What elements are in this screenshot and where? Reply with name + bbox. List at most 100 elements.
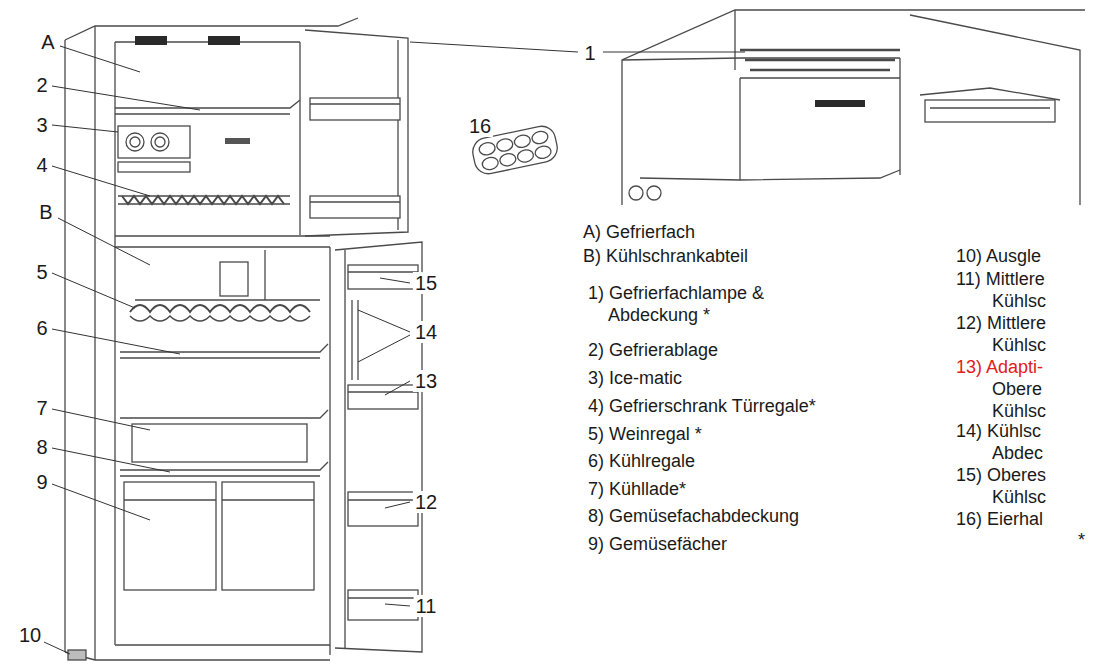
- callout-number: 16: [467, 115, 493, 137]
- fridge-parts-piece: [124, 499, 216, 500]
- fridge-parts-piece: [135, 299, 320, 300]
- fridge-cabinet-piece: [64, 40, 65, 652]
- leader-lines-piece: [52, 86, 200, 110]
- key-entry: 9) Gemüsefächer: [588, 533, 727, 555]
- fridge-parts-piece: [222, 499, 314, 500]
- callout-number: 4: [34, 154, 49, 176]
- fridge-cabinet-piece: [115, 235, 330, 236]
- fridge-cabinet-piece: [115, 644, 330, 645]
- egg-holder-piece: [481, 156, 499, 171]
- key-entry: 16) Eierhal: [956, 508, 1043, 530]
- leader-lines-piece: [385, 502, 410, 508]
- callout-number: 12: [413, 491, 439, 513]
- fridge-cabinet-piece: [329, 247, 330, 655]
- freezer-inset-piece: [622, 10, 1085, 205]
- freezer-inset: [622, 10, 1085, 205]
- freezer-inset-piece: [920, 88, 1060, 100]
- fridge-door-piece: [335, 242, 422, 652]
- key-entry: 1) Gefrierfachlampe & Abdeckung *: [588, 282, 823, 326]
- freezer-inset-piece: [740, 49, 900, 52]
- freezer-inset-piece: [745, 59, 895, 62]
- fridge-cabinet-piece: [114, 42, 115, 645]
- callout-number: 3: [34, 114, 49, 136]
- freezer-parts: [115, 36, 300, 204]
- fridge-parts: [120, 262, 328, 590]
- key-entry: 13) Adapti- Obere Kühlsc: [956, 356, 1090, 422]
- callout-number: 11: [414, 595, 439, 617]
- freezer-inset-piece: [750, 69, 890, 72]
- leader-lines-piece: [603, 52, 745, 53]
- fridge-door-piece: [348, 271, 418, 272]
- freezer-door-piece: [310, 201, 400, 202]
- fridge-door-piece: [351, 300, 352, 380]
- fridge-parts-piece: [124, 482, 216, 590]
- leader-lines-piece: [44, 642, 70, 654]
- leader-lines-piece: [58, 218, 150, 265]
- fridge-door-piece: [348, 597, 418, 598]
- freezer-parts-piece: [122, 196, 284, 204]
- key-entry: 14) Kühlsc Abdec: [956, 420, 1090, 464]
- fridge-parts-piece: [222, 482, 314, 590]
- fridge-cabinet-piece: [68, 650, 86, 660]
- key-entry: 15) Oberes Kühlsc: [956, 464, 1090, 508]
- fridge-cabinet-piece: [264, 250, 265, 300]
- fridge-parts-piece: [120, 475, 320, 476]
- leader-lines: [44, 42, 745, 654]
- freezer-inset-piece: [740, 77, 900, 78]
- leader-lines-piece: [52, 329, 180, 354]
- freezer-inset-piece: [910, 15, 1080, 205]
- leader-lines-piece: [385, 604, 410, 606]
- freezer-parts-piece: [115, 113, 290, 114]
- fridge-door-piece: [344, 250, 345, 648]
- leader-lines-piece: [52, 484, 150, 520]
- fridge-parts-piece: [220, 262, 248, 296]
- fridge-door-piece: [348, 492, 418, 526]
- key-entry: 11) Mittlere Kühlsc: [956, 268, 1090, 312]
- fridge-parts-piece: [120, 462, 328, 470]
- freezer-parts-piece: [130, 137, 140, 147]
- freezer-parts-piece: [135, 36, 167, 45]
- freezer-inset-piece: [815, 100, 865, 107]
- leader-lines-piece: [52, 409, 150, 430]
- callout-number: 10: [17, 624, 43, 646]
- freezer-parts-piece: [155, 137, 165, 147]
- freezer-inset-piece: [899, 58, 900, 175]
- fridge-parts-piece: [130, 305, 310, 312]
- callout-number: 13: [413, 370, 439, 392]
- egg-holder-piece: [499, 152, 517, 167]
- leader-lines-piece: [52, 273, 135, 308]
- leader-lines-piece: [52, 125, 118, 132]
- fridge-parts-piece: [120, 410, 328, 418]
- key-entry: 12) Mittlere Kühlsc: [956, 312, 1090, 356]
- freezer-parts-piece: [118, 126, 190, 158]
- leader-lines-piece: [410, 42, 578, 52]
- freezer-door: [305, 30, 408, 236]
- fridge-parts-piece: [120, 357, 320, 358]
- callout-number: 8: [34, 436, 49, 458]
- freezer-inset-piece: [629, 186, 643, 200]
- callout-number: 6: [34, 317, 49, 339]
- freezer-parts-piece: [118, 196, 290, 204]
- freezer-inset-piece: [640, 170, 900, 180]
- key-entry: B) Kühlschrankabteil: [583, 245, 748, 267]
- callout-letter: B: [37, 201, 54, 223]
- key-entry: 10) Ausgle: [956, 245, 1041, 267]
- key-entry: 6) Kühlregale: [588, 450, 695, 472]
- freezer-door-piece: [310, 98, 400, 120]
- egg-holder-piece: [478, 141, 496, 156]
- freezer-inset-piece: [739, 78, 740, 180]
- callout-number: 5: [34, 261, 49, 283]
- fridge-cabinet-piece: [299, 42, 300, 235]
- egg-holder-piece: [496, 137, 514, 152]
- freezer-parts-piece: [208, 36, 240, 45]
- fridge-cabinet-piece: [115, 246, 330, 247]
- egg-holder-piece: [531, 130, 549, 145]
- callout-letter: A: [39, 31, 56, 53]
- freezer-door-piece: [310, 103, 400, 104]
- callout-number: 14: [413, 321, 439, 343]
- key-entry: 5) Weinregal *: [588, 423, 702, 445]
- freezer-parts-piece: [151, 133, 169, 151]
- freezer-parts-piece: [118, 162, 190, 172]
- freezer-door-piece: [305, 30, 408, 236]
